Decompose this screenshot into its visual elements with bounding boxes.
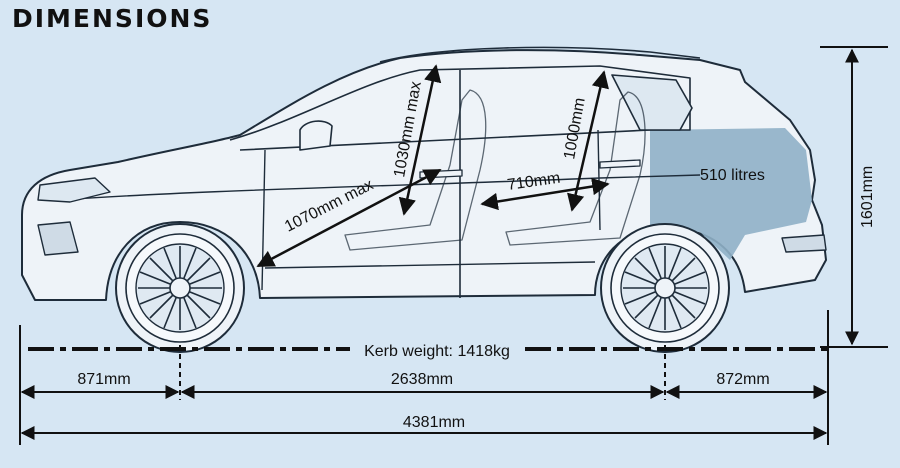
taillight — [781, 234, 827, 253]
rear-legroom-arrow — [480, 177, 610, 211]
rear-wheel — [600, 223, 730, 353]
kerb-weight-label: Kerb weight: 1418kg — [364, 343, 510, 360]
roof-rail — [379, 46, 701, 63]
length-arrows — [20, 385, 828, 440]
door-handle-rear — [599, 159, 641, 169]
fog-light — [37, 221, 79, 256]
front-overhang-label: 871mm — [77, 371, 130, 388]
page-title: DIMENSIONS — [12, 4, 213, 33]
length-label: 4381mm — [403, 414, 465, 431]
boot-capacity-label: 510 litres — [700, 167, 765, 184]
seat-rear — [505, 91, 646, 246]
headlight — [37, 177, 111, 203]
extension-lines — [19, 310, 829, 445]
wheelbase-label: 2638mm — [391, 371, 453, 388]
interior-arrows — [256, 64, 610, 268]
front-wheel — [115, 223, 245, 353]
front-headroom-arrow — [398, 64, 442, 216]
boot-highlight — [650, 128, 812, 260]
rear-overhang-label: 872mm — [716, 371, 769, 388]
mirror — [299, 120, 333, 151]
height-label: 1601mm — [859, 166, 876, 228]
height-dimension — [820, 46, 888, 348]
rear-window — [611, 74, 693, 131]
window-line — [229, 65, 691, 151]
